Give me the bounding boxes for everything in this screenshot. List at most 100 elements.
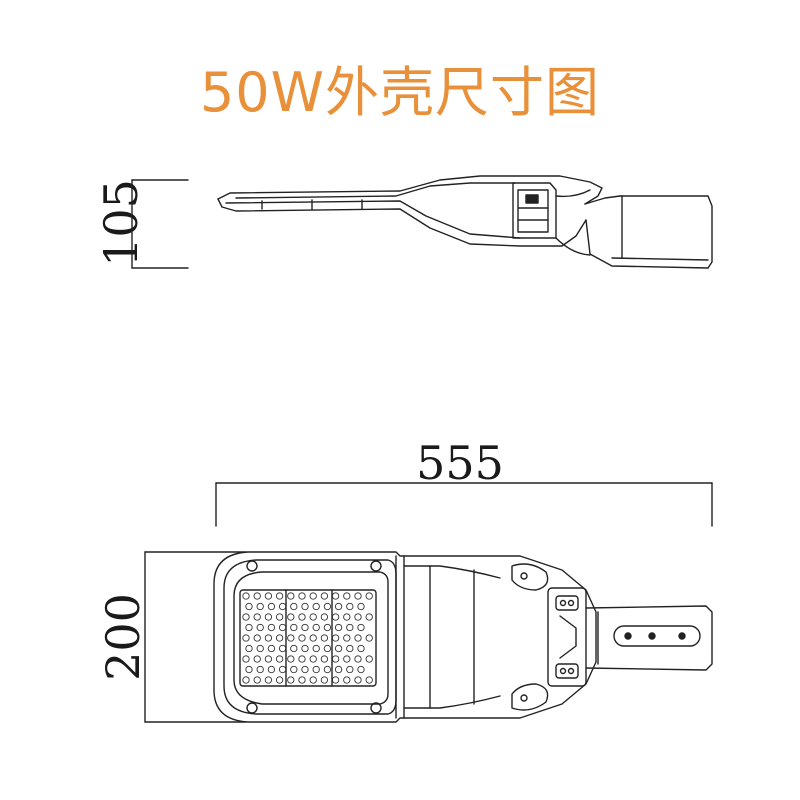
led-lens-icon <box>343 634 351 642</box>
led-lens-icon <box>242 634 250 642</box>
led-lens-icon <box>323 623 332 632</box>
led-lens-icon <box>264 676 273 684</box>
led-lens-icon <box>320 655 329 663</box>
led-lens-icon <box>334 665 343 674</box>
led-lens-icon <box>253 634 261 642</box>
led-lens-icon <box>290 623 298 632</box>
led-lens-icon <box>256 623 264 632</box>
top-width-dimension <box>144 551 247 723</box>
led-lens-icon <box>301 623 309 632</box>
led-lens-icon <box>343 613 351 621</box>
side-view-housing <box>217 175 713 269</box>
led-lens-icon <box>312 665 320 674</box>
led-lens-icon <box>267 602 276 611</box>
led-lens-icon <box>320 613 329 621</box>
led-lens-icon <box>309 592 317 600</box>
led-lens-icon <box>343 592 351 600</box>
led-lens-icon <box>365 592 373 600</box>
led-lens-icon <box>346 602 354 611</box>
led-lens-icon <box>264 655 273 663</box>
led-lens-icon <box>354 613 362 621</box>
led-lens-icon <box>245 602 253 611</box>
led-lens-icon <box>253 613 261 621</box>
led-lens-icon <box>275 676 284 684</box>
led-lens-icon <box>290 665 298 674</box>
led-lens-icon <box>323 665 332 674</box>
led-lens-icon <box>253 676 261 684</box>
led-lens-icon <box>312 644 320 653</box>
led-lens-icon <box>334 623 343 632</box>
led-lens-icon <box>290 602 298 611</box>
led-lens-icon <box>346 665 354 674</box>
dimension-label-length: 555 <box>416 436 504 490</box>
led-lens-icon <box>357 602 365 611</box>
led-lens-icon <box>354 655 362 663</box>
led-lens-icon <box>256 644 264 653</box>
led-lens-icon <box>287 592 295 600</box>
led-lens-icon <box>331 655 340 663</box>
led-lens-icon <box>357 644 365 653</box>
drawing-title: 50W外壳尺寸图 <box>199 61 601 124</box>
led-lens-icon <box>354 634 362 642</box>
led-lens-icon <box>354 592 362 600</box>
led-lens-icon <box>242 613 250 621</box>
led-lens-icon <box>320 634 329 642</box>
led-lens-icon <box>298 676 306 684</box>
led-lens-icon <box>287 613 295 621</box>
led-lens-icon <box>323 602 332 611</box>
led-lens-icon <box>320 676 329 684</box>
side-height-dimension <box>131 179 189 269</box>
led-lens-icon <box>275 634 284 642</box>
led-lens-icon <box>301 602 309 611</box>
led-lens-icon <box>287 655 295 663</box>
led-lens-icon <box>242 592 250 600</box>
led-lens-icon <box>312 623 320 632</box>
led-lens-icon <box>287 676 295 684</box>
led-lens-icon <box>278 602 287 611</box>
led-lens-icon <box>298 634 306 642</box>
led-lens-icon <box>331 676 340 684</box>
led-lens-icon <box>365 676 373 684</box>
led-lens-icon <box>278 623 287 632</box>
top-view-housing <box>213 551 713 723</box>
led-lens-icon <box>290 644 298 653</box>
led-lens-icon <box>331 634 340 642</box>
led-lens-icon <box>331 613 340 621</box>
led-lens-icon <box>320 592 329 600</box>
led-lens-icon <box>301 644 309 653</box>
led-lens-icon <box>323 644 332 653</box>
led-lens-icon <box>267 644 276 653</box>
top-length-dimension <box>215 482 713 527</box>
led-lens-icon <box>365 613 373 621</box>
led-lens-icon <box>256 602 264 611</box>
led-lens-icon <box>298 592 306 600</box>
led-lens-icon <box>264 592 273 600</box>
led-lens-icon <box>343 655 351 663</box>
led-dots <box>242 592 373 684</box>
led-lens-icon <box>278 644 287 653</box>
led-lens-icon <box>309 655 317 663</box>
led-lens-icon <box>278 665 287 674</box>
led-lens-icon <box>256 665 264 674</box>
led-lens-icon <box>245 623 253 632</box>
led-lens-icon <box>346 623 354 632</box>
led-lens-icon <box>287 634 295 642</box>
led-lens-icon <box>365 634 373 642</box>
led-lens-icon <box>309 634 317 642</box>
led-lens-icon <box>298 655 306 663</box>
led-lens-icon <box>357 623 365 632</box>
led-lens-icon <box>245 644 253 653</box>
led-lens-icon <box>264 613 273 621</box>
led-lens-icon <box>309 613 317 621</box>
led-lens-icon <box>242 676 250 684</box>
led-lens-icon <box>253 655 261 663</box>
led-lens-icon <box>365 655 373 663</box>
led-lens-icon <box>264 634 273 642</box>
led-lens-icon <box>245 665 253 674</box>
led-lens-icon <box>275 655 284 663</box>
led-lens-icon <box>357 665 365 674</box>
led-lens-icon <box>312 602 320 611</box>
led-lens-icon <box>301 665 309 674</box>
led-lens-icon <box>343 676 351 684</box>
